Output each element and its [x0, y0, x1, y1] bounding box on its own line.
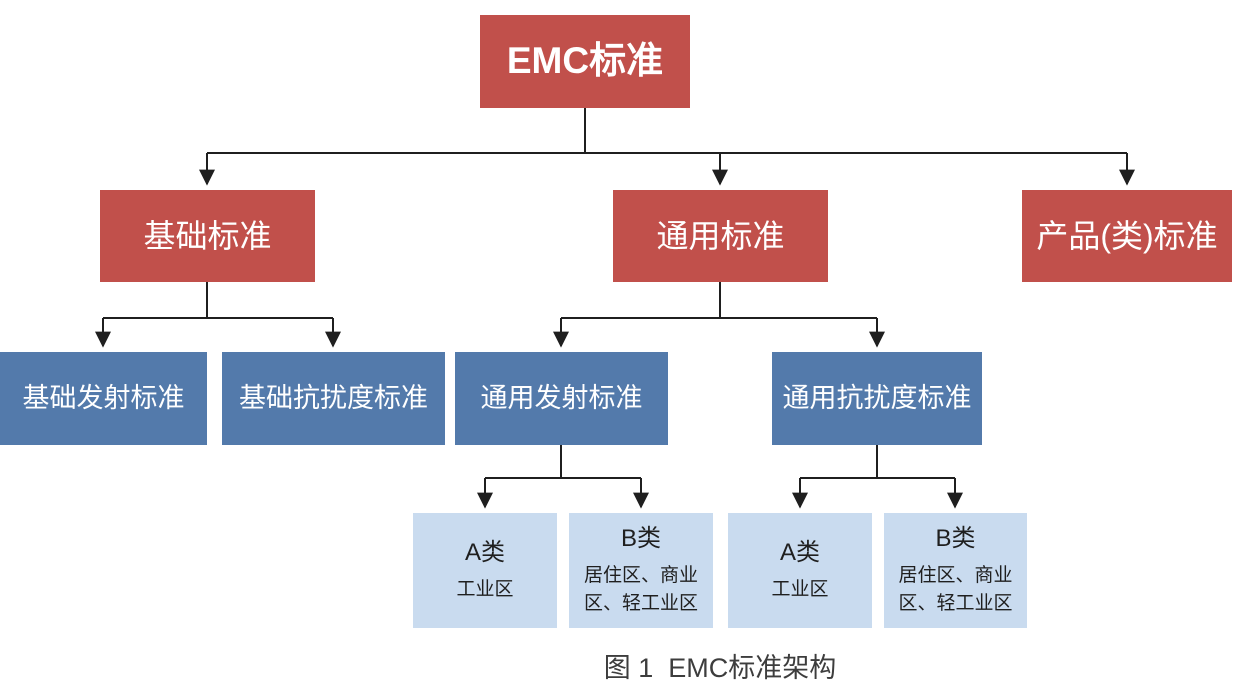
class-a-sublabel: 工业区	[456, 578, 514, 600]
node-emc-standard: EMC标准	[480, 15, 690, 108]
class-a-sublabel: 工业区	[771, 578, 829, 600]
class-a-label: A类	[779, 538, 820, 566]
node-immunity-class-a: A类 工业区	[728, 513, 872, 628]
class-a-label: A类	[464, 538, 505, 566]
figure-caption: 图 1 EMC标准架构	[603, 653, 837, 683]
class-b-label: B类	[935, 524, 976, 552]
node-basic-immunity-standard: 基础抗扰度标准	[222, 352, 445, 445]
node-emission-class-a: A类 工业区	[413, 513, 557, 628]
node-product-standard: 产品(类)标准	[1022, 190, 1232, 282]
node-generic-immunity-standard: 通用抗扰度标准	[772, 352, 982, 445]
class-b-sublabel: 居住区、商业区、轻工业区	[583, 564, 698, 614]
node-emission-class-b: B类 居住区、商业区、轻工业区	[569, 513, 713, 628]
node-basic-standard: 基础标准	[100, 190, 315, 282]
node-generic-emission-standard: 通用发射标准	[455, 352, 668, 445]
node-basic-emission-standard: 基础发射标准	[0, 352, 207, 445]
node-generic-standard: 通用标准	[613, 190, 828, 282]
class-b-sublabel: 居住区、商业区、轻工业区	[898, 564, 1013, 614]
class-b-label: B类	[620, 524, 661, 552]
node-immunity-class-b: B类 居住区、商业区、轻工业区	[884, 513, 1027, 628]
